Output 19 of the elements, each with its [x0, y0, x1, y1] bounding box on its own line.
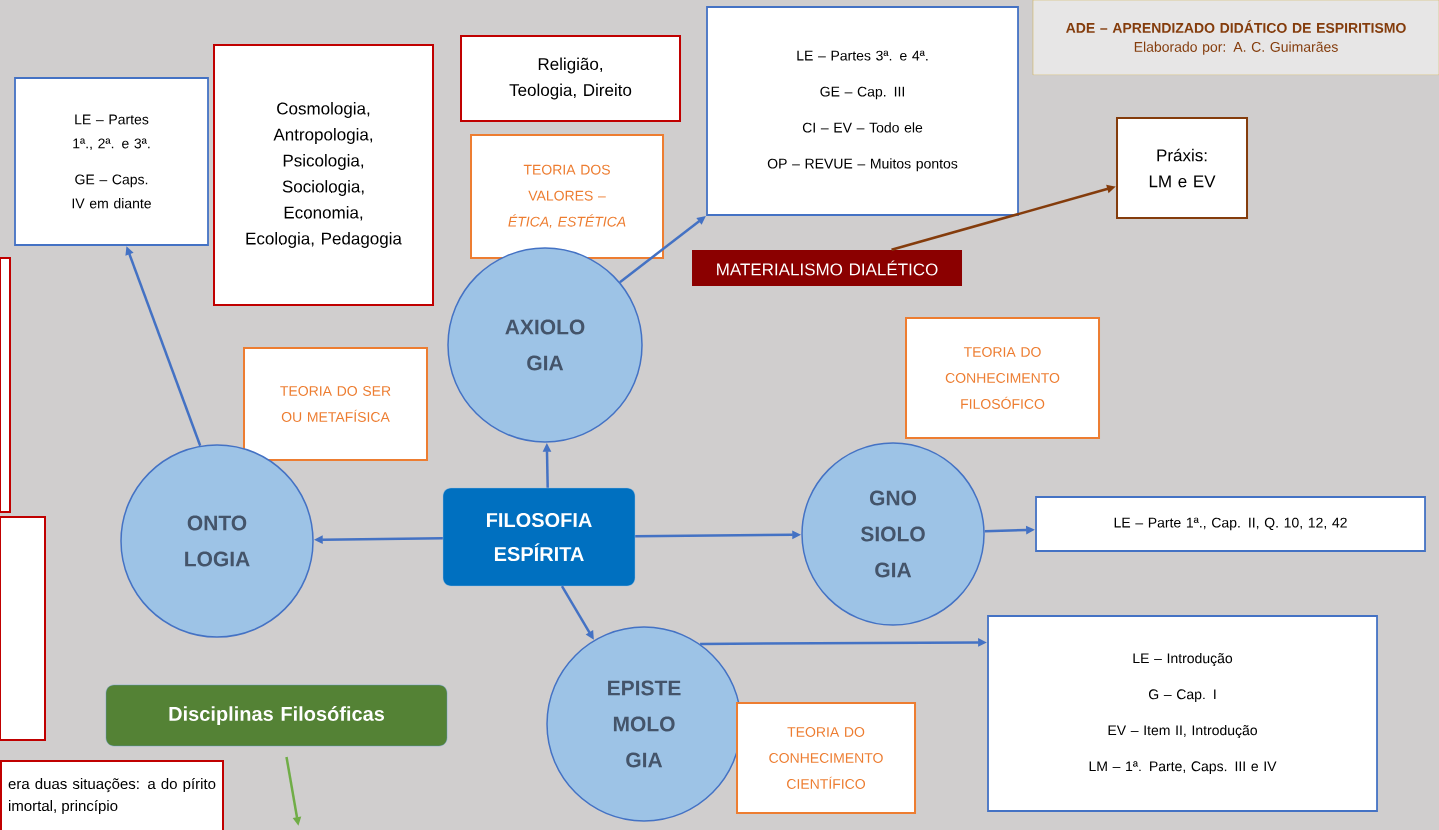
highlight-band: MATERIALISMO DIALÉTICO	[692, 250, 962, 286]
title-box: Disciplinas Filosóficas	[105, 684, 448, 747]
reference-box: LE – Partes 1ª., 2ª. e 3ª. GE – Caps. IV em diante	[14, 77, 209, 246]
reference-box: LE – Partes 3ª. e 4ª. GE – Cap. III CI – EV – Todo ele OP – REVUE – Muitos pontos	[706, 6, 1019, 216]
theory-box: TEORIA DO CONHECIMENTO CIENTÍFICO	[736, 702, 916, 814]
main-topic-box: FILOSOFIA ESPÍRITA	[442, 487, 636, 587]
theory-box: TEORIA DO SER OU METAFÍSICA	[243, 347, 428, 461]
topic-box: Religião, Teologia, Direito	[460, 35, 681, 122]
theory-box: TEORIA DO CONHECIMENTO FILOSÓFICO	[905, 317, 1100, 439]
partial-box	[0, 257, 11, 513]
reference-box: LE – Introdução G – Cap. I EV – Item II, Introdução LM – 1ª. Parte, Caps. III e IV	[987, 615, 1378, 812]
praxis-box: Práxis: LM e EV	[1116, 117, 1248, 219]
text-box: era duas situações: a do pírito imortal, princípio	[0, 760, 224, 830]
partial-box	[0, 516, 46, 741]
theory-box: TEORIA DOS VALORES – ÉTICA, ESTÉTICA	[470, 134, 664, 259]
arrow	[619, 216, 706, 284]
reference-box: LE – Parte 1ª., Cap. II, Q. 10, 12, 42	[1035, 496, 1426, 552]
topic-box: Cosmologia, Antropologia, Psicologia, Sociologia, Economia, Ecologia, Pedagogia	[213, 44, 434, 306]
header-box: ADE – APRENDIZADO DIDÁTICO DE ESPIRITISMO Elaborado por: A. C. Guimarães	[1032, 0, 1439, 76]
